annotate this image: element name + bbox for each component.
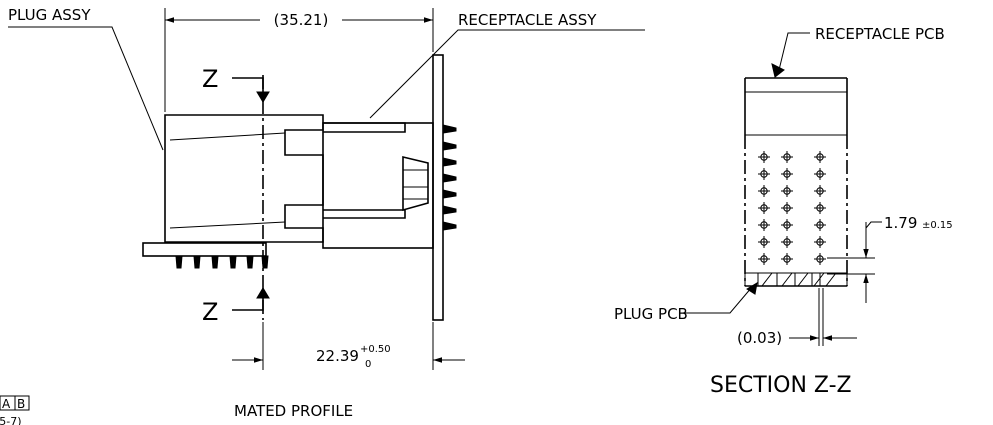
contact-pin (758, 151, 770, 163)
section-z-z-view: RECEPTACLE PCB 1. (614, 25, 953, 398)
section-title: SECTION Z-Z (710, 373, 852, 398)
plug-pcb-offset-dimension: (0.03) (737, 329, 782, 347)
mated-profile-label: MATED PROFILE (234, 402, 353, 420)
contact-pin (814, 236, 826, 248)
receptacle-pins (442, 124, 457, 231)
receptacle-body (322, 122, 434, 249)
contact-pin (781, 185, 793, 197)
offset-tolerance-lower: 0 (365, 359, 371, 370)
contact-pin (814, 202, 826, 214)
receptacle-assy-label: RECEPTACLE ASSY (458, 11, 597, 29)
datum-b: B (17, 397, 25, 411)
contact-pin (758, 253, 770, 265)
datum-a: A (2, 397, 11, 411)
receptacle-pcb-label: RECEPTACLE PCB (815, 25, 945, 43)
plug-pins (175, 255, 269, 269)
contact-pin (758, 168, 770, 180)
contact-pin (758, 219, 770, 231)
contact-pin (758, 202, 770, 214)
datum-reference: A B (5-7) (0, 395, 30, 425)
section-marker-top: Z (202, 65, 218, 93)
contact-pin (781, 219, 793, 231)
contact-pin (781, 236, 793, 248)
contact-pin (814, 253, 826, 265)
offset-dimension: 22.39 (316, 347, 359, 365)
plug-body (164, 114, 324, 243)
offset-tolerance-upper: +0.50 (360, 344, 391, 355)
plug-pcb-hatching (757, 272, 837, 287)
contact-pin (781, 202, 793, 214)
section-marker-bottom: Z (202, 298, 218, 326)
plug-assy-label: PLUG ASSY (8, 6, 91, 24)
latch (402, 155, 429, 212)
contact-pin (814, 219, 826, 231)
contact-pin (781, 253, 793, 265)
contact-pin (814, 168, 826, 180)
mated-profile-view: Z Z (35.21) 22.39 +0.50 0 PLUG ASSY RECE… (8, 6, 645, 420)
contact-pin (781, 151, 793, 163)
plug-pcb-edge (142, 242, 267, 257)
contact-pin (814, 185, 826, 197)
edge-note: (5-7) (0, 415, 22, 425)
pin-grid (758, 151, 826, 265)
receptacle-pcb-edge (432, 54, 444, 321)
contact-pin (758, 236, 770, 248)
contact-pin (781, 168, 793, 180)
plug-pcb-label: PLUG PCB (614, 305, 688, 323)
pitch-tolerance: ±0.15 (922, 220, 953, 231)
contact-pin (814, 151, 826, 163)
contact-pin (758, 185, 770, 197)
overall-length-dimension: (35.21) (274, 11, 329, 29)
pitch-dimension: 1.79 (884, 214, 917, 232)
plug-pcb-section (744, 272, 848, 287)
